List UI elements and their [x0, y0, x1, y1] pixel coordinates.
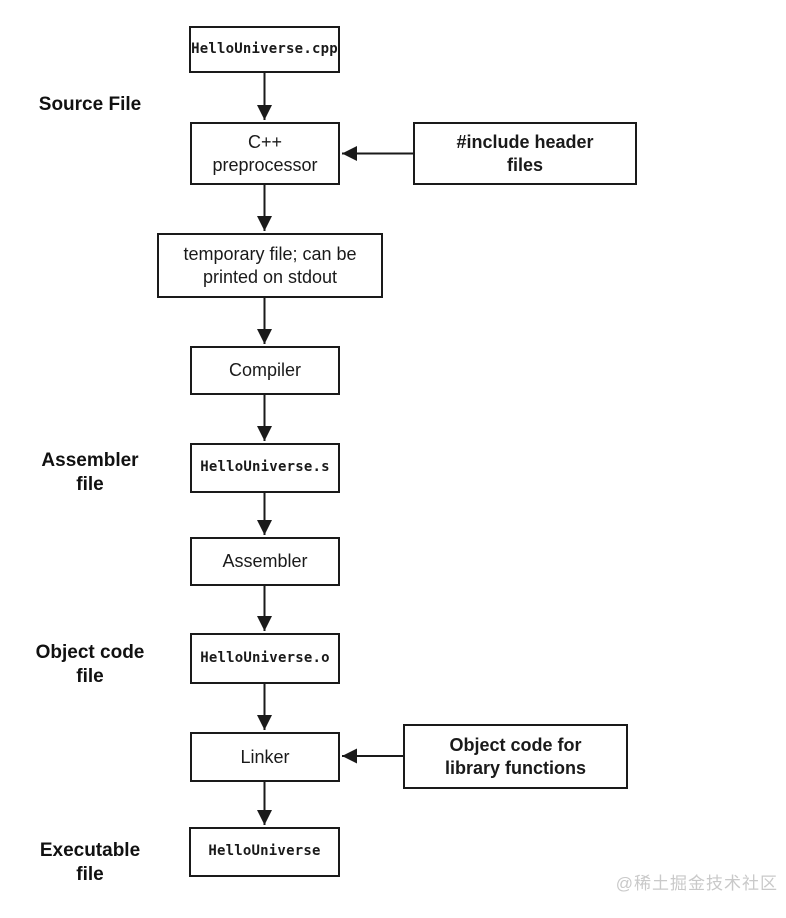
node-include-headers: #include header files: [413, 122, 637, 185]
node-cpp-preprocessor: C++ preprocessor: [190, 122, 340, 185]
node-assembler: Assembler: [190, 537, 340, 586]
stage-label-source-file: Source File: [38, 94, 142, 115]
node-object-code-library: Object code for library functions: [403, 724, 628, 789]
node-source-file: HelloUniverse.cpp: [189, 26, 340, 73]
node-executable: HelloUniverse: [189, 827, 340, 877]
node-compiler: Compiler: [190, 346, 340, 395]
watermark-text: @稀土掘金技术社区: [615, 874, 778, 893]
node-assembler-output-file: HelloUniverse.s: [190, 443, 340, 493]
node-linker: Linker: [190, 732, 340, 782]
node-object-file: HelloUniverse.o: [190, 633, 340, 684]
stage-label-executable-file: Executable file: [39, 840, 141, 885]
stage-label-object-code-file: Object code file: [35, 642, 145, 687]
node-temporary-file: temporary file; can be printed on stdout: [157, 233, 383, 298]
stage-label-assembler-file: Assembler file: [41, 450, 139, 495]
